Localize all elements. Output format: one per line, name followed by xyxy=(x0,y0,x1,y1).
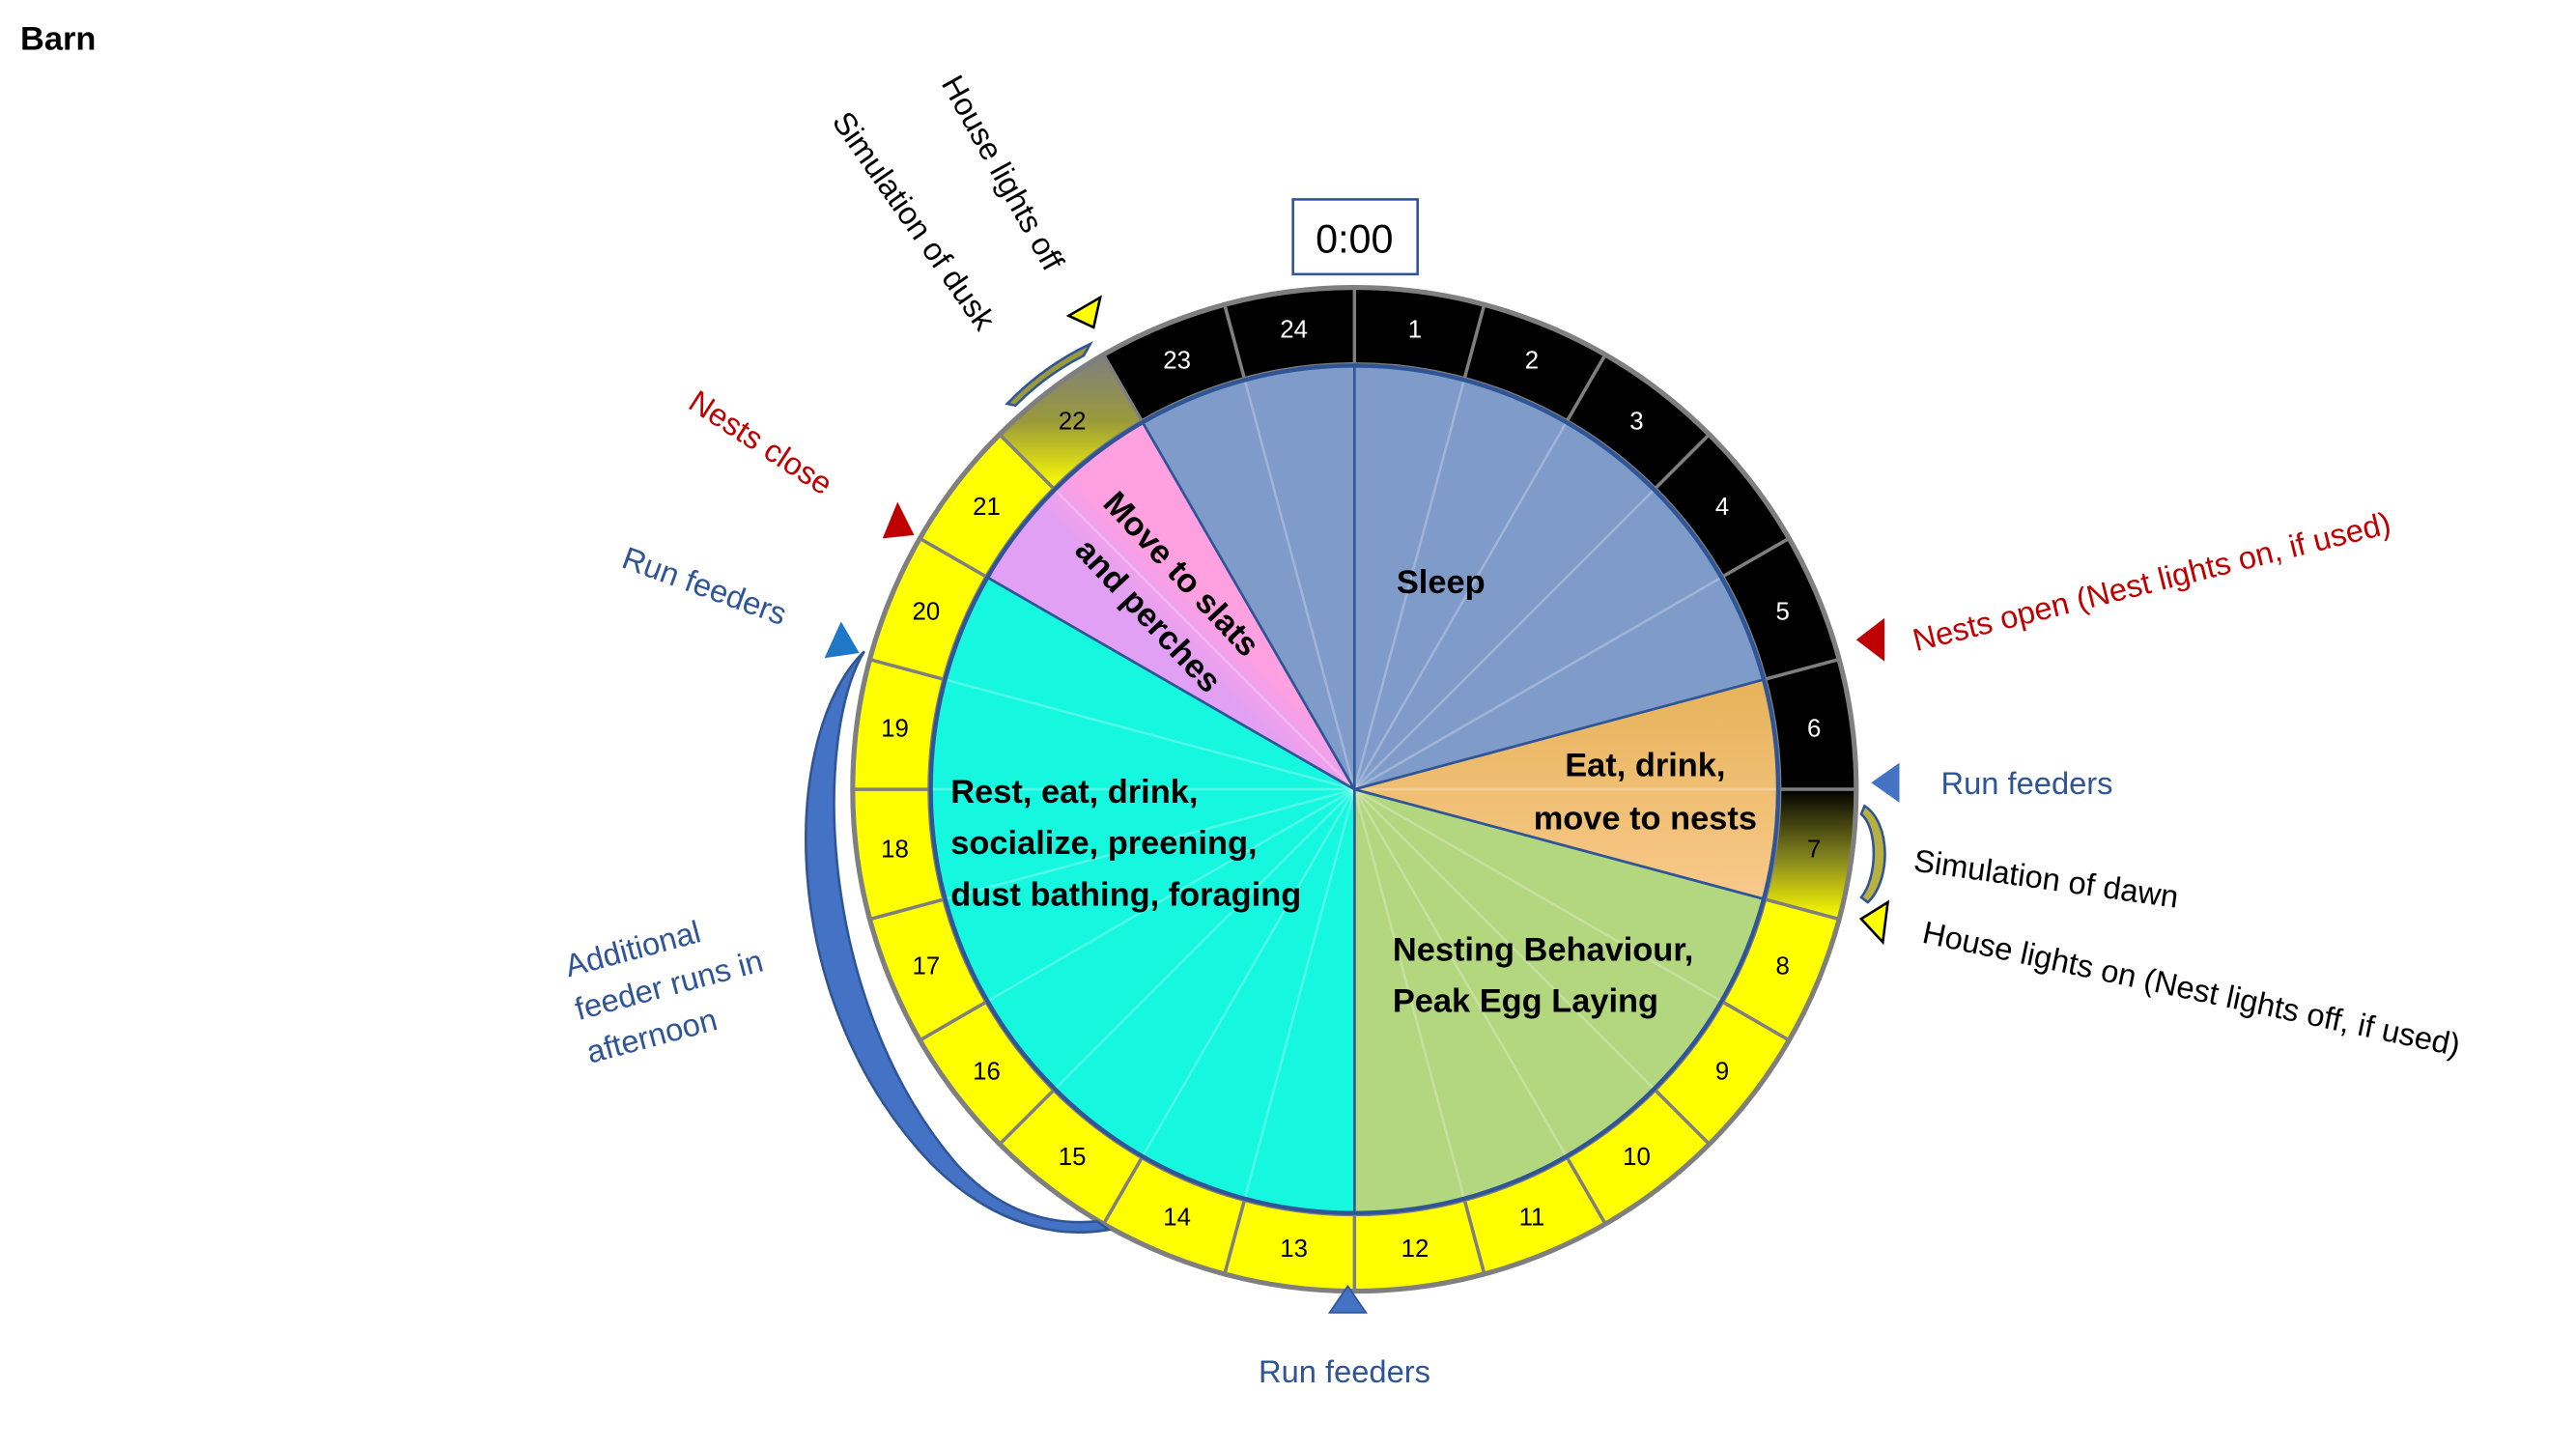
page-title: Barn xyxy=(20,21,96,58)
activity-label-eat-2: move to nests xyxy=(1534,800,1757,837)
hour-gridline xyxy=(1353,421,1568,790)
hour-label: 2 xyxy=(1525,348,1539,375)
hour-label: 8 xyxy=(1776,953,1790,980)
dawn-bracket xyxy=(1859,804,1886,904)
hour-gridline xyxy=(1353,787,1722,1003)
hour-gridline xyxy=(1353,788,1568,1157)
house-lights-off-marker-icon xyxy=(1065,295,1103,329)
house-lights-on-label: House lights on (Nest lights off, if use… xyxy=(1919,914,2463,1063)
hour-label: 3 xyxy=(1629,408,1643,435)
hour-gridline xyxy=(1054,788,1356,1091)
nests-close-label: Nests close xyxy=(683,383,839,501)
hour-label: 7 xyxy=(1807,837,1821,864)
hour-label: 20 xyxy=(913,598,941,625)
hour-label: 21 xyxy=(973,494,1001,521)
hour-label: 16 xyxy=(973,1058,1001,1085)
hour-gridline xyxy=(1054,489,1356,790)
clock-label: 0:00 xyxy=(1316,216,1393,261)
hour-gridline xyxy=(945,787,1355,900)
hour-gridline xyxy=(1243,380,1356,790)
hour-gridline xyxy=(1353,489,1656,790)
hour-gridline xyxy=(945,678,1355,791)
hour-gridline xyxy=(986,787,1355,1003)
hour-label: 23 xyxy=(1163,348,1191,375)
hour-label: 24 xyxy=(1280,316,1308,343)
house-lights-off-label: House lights off xyxy=(935,69,1072,276)
run-feeders-morning-marker-icon xyxy=(1871,762,1900,803)
activity-label-rest-1: Rest, eat, drink, xyxy=(950,774,1198,810)
hour-gridline xyxy=(1353,576,1722,791)
activity-label-eat-1: Eat, drink, xyxy=(1565,747,1725,783)
hour-gridline xyxy=(1353,788,1466,1200)
hour-gridline xyxy=(1141,788,1356,1157)
run-feeders-noon-marker-icon xyxy=(1327,1284,1368,1314)
afternoon-feeder-bracket xyxy=(805,650,1112,1234)
activity-label-sleep: Sleep xyxy=(1397,564,1486,601)
hour-gridline xyxy=(1243,788,1356,1200)
hour-label: 5 xyxy=(1776,598,1790,625)
hour-label: 22 xyxy=(1059,408,1087,435)
hour-label: 12 xyxy=(1401,1236,1430,1263)
run-feeders-noon-label: Run feeders xyxy=(1259,1353,1430,1389)
hour-label: 17 xyxy=(913,953,941,980)
hour-ring xyxy=(850,285,1859,1294)
activity-label-rest-2: socialize, preening, xyxy=(950,825,1257,862)
run-feeders-evening-label: Run feeders xyxy=(618,539,792,632)
activity-label-nesting-2: Peak Egg Laying xyxy=(1393,983,1658,1020)
hour-label: 15 xyxy=(1059,1144,1087,1171)
slice-divider xyxy=(1353,678,1765,791)
hour-label: 10 xyxy=(1623,1144,1651,1171)
hour-label: 14 xyxy=(1163,1204,1191,1231)
nests-close-marker-icon xyxy=(882,501,915,539)
activity-pie xyxy=(928,363,1781,1215)
house-lights-on-marker-icon xyxy=(1858,899,1890,946)
nests-open-marker-icon xyxy=(1855,617,1885,662)
slice-divider xyxy=(1141,421,1356,790)
slice-divider xyxy=(1353,787,1765,900)
pie-border xyxy=(928,363,1781,1215)
nests-open-label: Nests open (Nest lights on, if used) xyxy=(1909,504,2393,658)
hour-label: 11 xyxy=(1519,1204,1545,1231)
hour-label: 18 xyxy=(881,837,909,864)
clock-box xyxy=(1291,198,1419,276)
hour-gridline xyxy=(1353,788,1656,1091)
run-feeders-evening-marker-icon xyxy=(824,621,860,659)
sim-dawn-label: Simulation of dawn xyxy=(1911,842,2181,915)
activity-label-rest-3: dust bathing, foraging xyxy=(950,877,1301,914)
hour-label: 19 xyxy=(881,715,909,742)
hour-label: 9 xyxy=(1715,1058,1729,1085)
run-feeders-morning-label: Run feeders xyxy=(1941,765,2113,801)
ring-outer-border xyxy=(850,285,1859,1294)
activity-label-nesting-1: Nesting Behaviour, xyxy=(1393,931,1694,968)
hour-label: 6 xyxy=(1807,715,1821,742)
hour-gridline xyxy=(1353,380,1466,790)
hour-label: 1 xyxy=(1408,316,1422,343)
slice-divider xyxy=(986,576,1355,791)
hour-label: 4 xyxy=(1715,494,1729,521)
hour-label: 13 xyxy=(1280,1236,1308,1263)
dusk-bracket xyxy=(1005,341,1093,408)
